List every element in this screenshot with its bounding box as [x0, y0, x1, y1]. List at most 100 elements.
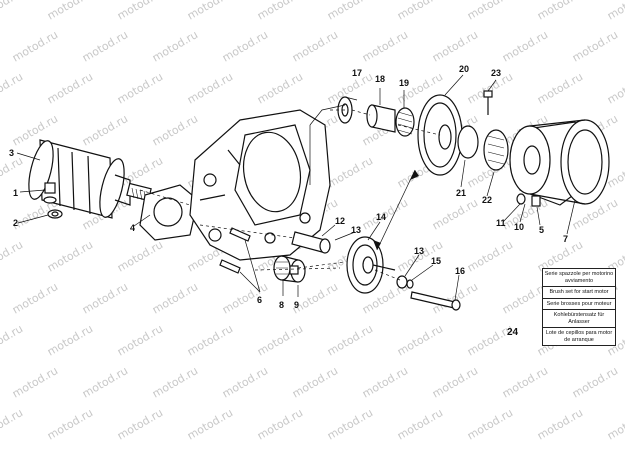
watermark-text: motod.ru	[80, 364, 130, 400]
callout-14: 14	[376, 212, 386, 222]
crankcase-cover	[189, 109, 331, 261]
watermark-text: motod.ru	[115, 0, 165, 23]
watermark-text: motod.ru	[325, 322, 375, 358]
watermark-text: motod.ru	[185, 70, 235, 106]
watermark-text: motod.ru	[465, 406, 515, 442]
watermark-text: motod.ru	[290, 280, 340, 316]
watermark-text: motod.ru	[430, 28, 480, 64]
watermark-text: motod.ru	[325, 0, 375, 23]
bolt	[483, 90, 493, 115]
watermark-text: motod.ru	[360, 364, 410, 400]
screws	[219, 227, 251, 274]
legend-row-es: Lote de cepillos para motor de arranque	[543, 327, 615, 345]
watermark-text: motod.ru	[0, 406, 25, 442]
watermark-text: motod.ru	[255, 322, 305, 358]
callout-13b: 13	[414, 246, 424, 256]
watermark-text: motod.ru	[465, 0, 515, 23]
arrow-head	[410, 170, 419, 180]
watermark-text: motod.ru	[570, 28, 620, 64]
gasket	[139, 184, 199, 241]
watermark-text: motod.ru	[0, 0, 25, 23]
watermark-text: motod.ru	[605, 406, 625, 442]
callout-4: 4	[130, 223, 135, 233]
watermark-text: motod.ru	[570, 364, 620, 400]
freewheel	[457, 125, 509, 171]
callout-15: 15	[431, 256, 441, 266]
callout-24: 24	[507, 327, 519, 338]
legend-row-de: Kohlebürstensatz für Anlasser	[543, 309, 615, 327]
watermark-text: motod.ru	[220, 28, 270, 64]
drive-gear	[346, 236, 396, 294]
callout-8: 8	[279, 300, 284, 310]
legend-box: Serie spazzole per motorino avviamento B…	[542, 268, 616, 346]
watermark-text: motod.ru	[45, 238, 95, 274]
watermark-text: motod.ru	[395, 322, 445, 358]
watermark-text: motod.ru	[395, 406, 445, 442]
callout-6: 6	[257, 295, 262, 305]
watermark-text: motod.ru	[185, 322, 235, 358]
watermark-text: motod.ru	[80, 280, 130, 316]
callout-1: 1	[13, 188, 18, 198]
watermark-text: motod.ru	[10, 364, 60, 400]
watermark-text: motod.ru	[220, 364, 270, 400]
watermark-text: motod.ru	[115, 70, 165, 106]
watermark-text: motod.ru	[605, 0, 625, 23]
legend-row-en: Brush set for start motor	[543, 286, 615, 298]
watermark-text: motod.ru	[605, 70, 625, 106]
sleeve	[366, 104, 396, 133]
watermark-text: motod.ru	[45, 70, 95, 106]
watermark-text: motod.ru	[325, 406, 375, 442]
small-washer	[516, 193, 526, 205]
watermark-text: motod.ru	[115, 238, 165, 274]
watermark-text: motod.ru	[255, 70, 305, 106]
callout-17: 17	[352, 68, 362, 78]
callout-10: 10	[514, 222, 524, 232]
watermark-text: motod.ru	[0, 322, 25, 358]
shaft	[291, 231, 331, 254]
callout-9: 9	[294, 300, 299, 310]
nut-washer	[43, 182, 63, 219]
watermark-text: motod.ru	[255, 0, 305, 23]
legend-row-fr: Serie brosses pour moteur	[543, 297, 615, 310]
watermark-text: motod.ru	[115, 322, 165, 358]
callout-7: 7	[563, 234, 568, 244]
watermark-text: motod.ru	[535, 70, 585, 106]
watermark-text: motod.ru	[500, 28, 550, 64]
callout-16: 16	[455, 266, 465, 276]
flywheel-drum	[509, 119, 610, 206]
watermark-text: motod.ru	[500, 364, 550, 400]
watermark-text: motod.ru	[0, 154, 25, 190]
watermark-text: motod.ru	[0, 70, 25, 106]
callout-19: 19	[399, 78, 409, 88]
watermark-text: motod.ru	[10, 28, 60, 64]
watermark-text: motod.ru	[395, 0, 445, 23]
callout-18: 18	[375, 74, 385, 84]
washers-bolt	[396, 275, 461, 311]
callout-3: 3	[9, 148, 14, 158]
legend-row-it: Serie spazzole per motorino avviamento	[544, 271, 614, 284]
callout-2: 2	[13, 218, 18, 228]
watermark-text: motod.ru	[150, 364, 200, 400]
key	[531, 195, 541, 207]
watermark-text: motod.ru	[220, 280, 270, 316]
watermark-text: motod.ru	[185, 0, 235, 23]
watermark-text: motod.ru	[80, 28, 130, 64]
watermark-text: motod.ru	[290, 28, 340, 64]
callout-21: 21	[456, 188, 466, 198]
watermark-text: motod.ru	[45, 406, 95, 442]
watermark-text: motod.ru	[185, 406, 235, 442]
watermark-text: motod.ru	[10, 280, 60, 316]
callout-22: 22	[482, 195, 492, 205]
watermark-text: motod.ru	[115, 406, 165, 442]
watermark-text: motod.ru	[465, 238, 515, 274]
callout-11: 11	[496, 218, 506, 228]
callout-20: 20	[459, 64, 469, 74]
watermark-text: motod.ru	[430, 364, 480, 400]
callout-23: 23	[491, 68, 501, 78]
watermark-text: motod.ru	[430, 196, 480, 232]
watermark-text: motod.ru	[45, 322, 95, 358]
watermark-text: motod.ru	[45, 0, 95, 23]
watermark-text: motod.ru	[325, 154, 375, 190]
